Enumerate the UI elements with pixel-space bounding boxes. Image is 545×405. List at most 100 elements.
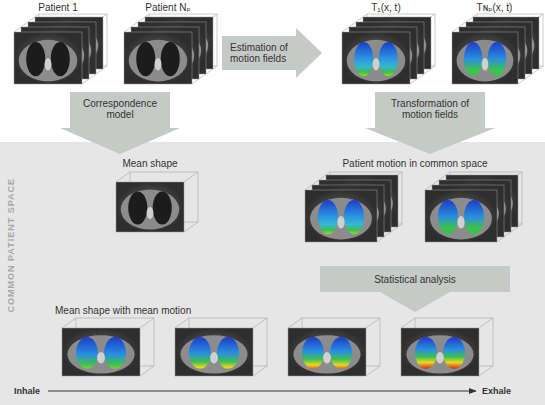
process-arrow: Correspondence model bbox=[60, 92, 180, 154]
lung bbox=[128, 192, 147, 225]
spine bbox=[155, 58, 162, 70]
image-stack bbox=[288, 318, 380, 376]
wireframe bbox=[116, 172, 198, 232]
image-stack bbox=[401, 318, 493, 376]
process-arrow: Estimation of motion fields bbox=[222, 28, 322, 78]
image-group: Patient Nₚ bbox=[118, 2, 218, 90]
arrow-label: Transformation of motion fields bbox=[375, 98, 485, 120]
wireframe bbox=[305, 172, 402, 242]
body-outline bbox=[121, 190, 179, 230]
arrow-label: Estimation of motion fields bbox=[230, 42, 296, 64]
axis-label: Inhale bbox=[14, 386, 40, 396]
wireframe bbox=[288, 318, 380, 376]
image-stack bbox=[305, 172, 402, 242]
image-group: Patient 1 bbox=[8, 2, 108, 90]
spine bbox=[147, 207, 154, 219]
body-outline bbox=[180, 335, 247, 373]
image-label: Patient Nₚ bbox=[118, 2, 218, 13]
image-label: T₁(x, t) bbox=[336, 2, 436, 13]
spine bbox=[436, 352, 444, 364]
lung bbox=[161, 42, 180, 76]
lung bbox=[153, 192, 172, 225]
lung bbox=[51, 42, 70, 76]
axis-label: Exhale bbox=[482, 386, 511, 396]
image-stack bbox=[175, 318, 267, 376]
block-arrow bbox=[320, 266, 510, 312]
ct-slice bbox=[342, 32, 410, 84]
lung bbox=[344, 200, 364, 234]
body-outline bbox=[457, 40, 514, 82]
panel-label: COMMON PATIENT SPACE bbox=[6, 178, 17, 313]
wireframe bbox=[14, 14, 107, 84]
body-outline bbox=[129, 40, 187, 82]
body-outline bbox=[406, 335, 473, 373]
spine bbox=[482, 58, 489, 70]
lung bbox=[330, 337, 352, 369]
image-stack bbox=[124, 14, 217, 84]
body-outline bbox=[310, 198, 372, 240]
arrow-label: Correspondence model bbox=[70, 98, 170, 120]
ct-slice bbox=[116, 182, 184, 232]
lung bbox=[415, 337, 437, 369]
image-label: Patient motion in common space bbox=[295, 158, 535, 169]
body-outline bbox=[19, 40, 77, 82]
lung bbox=[379, 42, 398, 76]
ct-slice bbox=[288, 328, 366, 376]
block-arrow bbox=[365, 92, 495, 154]
time-axis bbox=[48, 390, 476, 391]
wireframe bbox=[452, 14, 543, 84]
body-outline bbox=[430, 198, 492, 240]
wireframe bbox=[124, 14, 217, 84]
spine bbox=[45, 58, 52, 70]
ct-slice bbox=[62, 328, 140, 376]
spine bbox=[337, 216, 344, 228]
lung bbox=[26, 42, 45, 76]
wireframe bbox=[175, 318, 267, 376]
spine bbox=[323, 352, 331, 364]
lung bbox=[443, 337, 465, 369]
body-outline bbox=[347, 40, 405, 82]
image-group: Mean shape with mean motion bbox=[45, 305, 505, 377]
lung bbox=[464, 42, 482, 76]
lung bbox=[438, 200, 458, 234]
image-stack bbox=[452, 14, 543, 84]
image-stack bbox=[62, 318, 154, 376]
image-label: Tɴₚ(x, t) bbox=[446, 2, 543, 13]
process-arrow: Transformation of motion fields bbox=[365, 92, 495, 154]
lung bbox=[189, 337, 211, 369]
image-group: Tɴₚ(x, t) bbox=[446, 2, 543, 90]
wireframe bbox=[62, 318, 154, 376]
image-group: Patient motion in common space bbox=[295, 158, 535, 258]
image-stack bbox=[425, 172, 522, 242]
arrow-outline bbox=[320, 266, 510, 312]
image-label: Mean shape with mean motion bbox=[55, 305, 355, 316]
lung bbox=[318, 200, 338, 234]
image-stack bbox=[14, 14, 107, 84]
image-group: T₁(x, t) bbox=[336, 2, 436, 90]
common-space-panel bbox=[0, 142, 545, 405]
image-label: Patient 1 bbox=[8, 2, 108, 13]
wireframe bbox=[401, 318, 493, 376]
block-arrow bbox=[222, 28, 322, 78]
lung bbox=[136, 42, 155, 76]
body-outline bbox=[293, 335, 360, 373]
image-stack bbox=[116, 172, 198, 232]
image-stack bbox=[342, 14, 435, 84]
ct-slice bbox=[425, 190, 497, 242]
spine bbox=[373, 58, 380, 70]
wireframe bbox=[425, 172, 522, 242]
lung bbox=[354, 42, 373, 76]
space-panel: COMMON PATIENT SPACEMean shapePatient mo… bbox=[0, 142, 545, 405]
ct-slice bbox=[175, 328, 253, 376]
lung bbox=[302, 337, 324, 369]
spine bbox=[457, 216, 464, 228]
block-arrow bbox=[60, 92, 180, 154]
ct-slice bbox=[14, 32, 82, 84]
lung bbox=[104, 337, 126, 369]
ct-slice bbox=[401, 328, 479, 376]
ct-slice bbox=[305, 190, 377, 242]
body-outline bbox=[67, 335, 134, 373]
arrow-label: Statistical analysis bbox=[320, 274, 510, 285]
spine bbox=[97, 352, 105, 364]
